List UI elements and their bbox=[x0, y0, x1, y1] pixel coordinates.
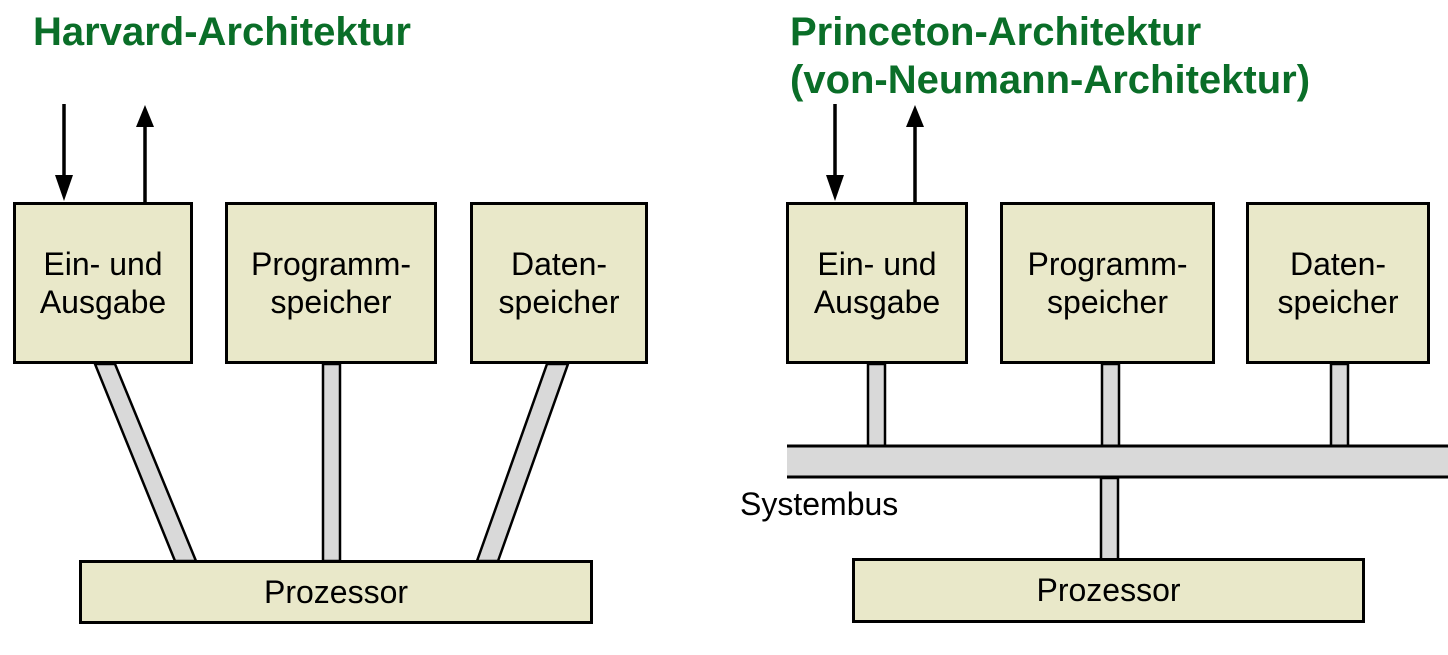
harvard-program-memory-box: Programm- speicher bbox=[225, 202, 437, 364]
harvard-input-arrow-icon bbox=[55, 104, 73, 201]
harvard-output-arrow-icon bbox=[136, 105, 154, 202]
harvard-processor-box: Prozessor bbox=[79, 560, 593, 624]
princeton-output-arrow-icon bbox=[906, 105, 924, 202]
harvard-io-box: Ein- und Ausgabe bbox=[13, 202, 193, 364]
princeton-title-line1: Princeton-Architektur bbox=[790, 10, 1202, 54]
princeton-processor-box: Prozessor bbox=[852, 558, 1365, 623]
system-bus-bar bbox=[787, 444, 1448, 479]
princeton-data-memory-box: Daten- speicher bbox=[1246, 202, 1430, 364]
harvard-data-processor-connector bbox=[475, 362, 570, 563]
princeton-bus-processor-connector bbox=[1099, 476, 1120, 562]
harvard-program-processor-connector bbox=[321, 362, 342, 563]
princeton-data-bus-connector bbox=[1329, 362, 1350, 449]
harvard-io-processor-connector bbox=[93, 362, 198, 563]
princeton-io-box: Ein- und Ausgabe bbox=[786, 202, 968, 364]
princeton-io-bus-connector bbox=[866, 362, 887, 449]
princeton-input-arrow-icon bbox=[826, 104, 844, 201]
system-bus-label: Systembus bbox=[740, 486, 899, 522]
harvard-title: Harvard-Architektur bbox=[33, 10, 411, 54]
princeton-program-memory-box: Programm- speicher bbox=[1000, 202, 1215, 364]
princeton-title: Princeton-Architektur (von-Neumann-Archi… bbox=[790, 8, 1310, 104]
princeton-title-line2: (von-Neumann-Architektur) bbox=[790, 58, 1311, 102]
princeton-program-bus-connector bbox=[1100, 362, 1121, 449]
harvard-data-memory-box: Daten- speicher bbox=[470, 202, 648, 364]
